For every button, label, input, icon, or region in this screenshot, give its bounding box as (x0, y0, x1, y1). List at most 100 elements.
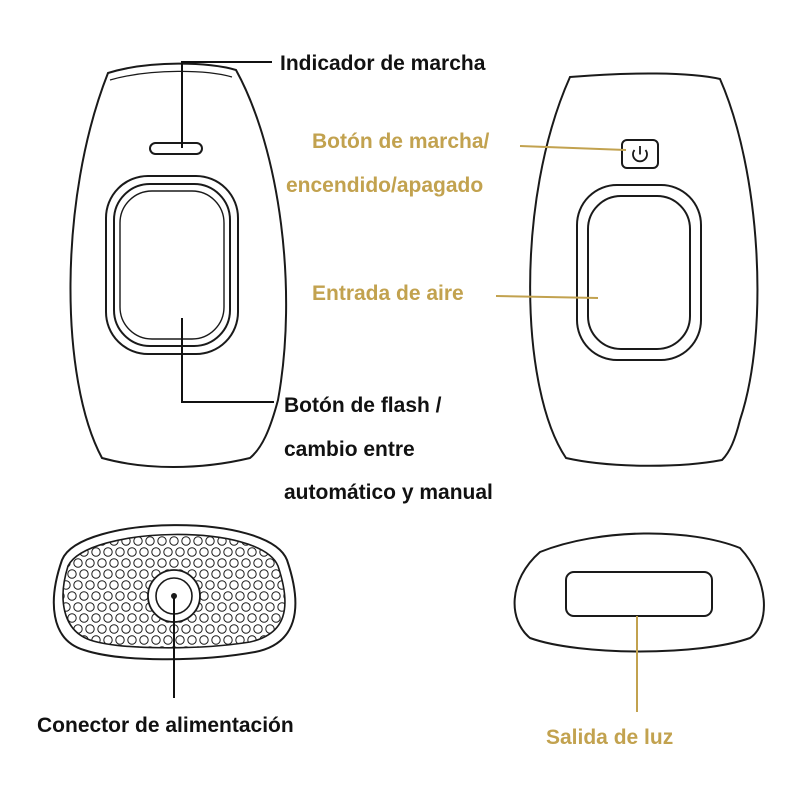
vent-dot (97, 580, 107, 590)
vent-dot (199, 591, 209, 601)
vent-dot (157, 624, 167, 634)
vent-dot (109, 624, 119, 634)
vent-dot (127, 613, 137, 623)
air-inlet-outer (576, 184, 702, 361)
label-indicador-de-marcha: Indicador de marcha (280, 52, 486, 75)
flash-button-middle (113, 183, 231, 347)
vent-dot (241, 602, 251, 612)
vent-dot (157, 536, 167, 546)
light-output-view (513, 532, 765, 653)
vent-dot (181, 646, 191, 648)
vent-dot (223, 591, 233, 601)
vent-dot (109, 580, 119, 590)
vent-dot (290, 559, 298, 567)
air-inlet-inner (587, 195, 691, 350)
vent-dot (127, 569, 137, 579)
vent-dot (157, 646, 167, 648)
vent-dot (247, 569, 257, 579)
vent-dot (223, 613, 233, 623)
vent-dot (85, 624, 95, 634)
device-front-view (69, 62, 288, 468)
vent-dot (247, 534, 257, 535)
vent-dot (109, 646, 119, 648)
vent-dot (163, 547, 173, 557)
vent-dot (133, 558, 143, 568)
vent-dot (121, 558, 131, 568)
vent-dot (211, 613, 221, 623)
vent-dot (277, 602, 285, 612)
vent-dot (235, 613, 245, 623)
vent-dot (115, 569, 125, 579)
vent-dot (79, 569, 89, 579)
label-entrada-de-aire: Entrada de aire (312, 282, 464, 305)
vent-dot (181, 536, 191, 546)
vent-dot (253, 558, 263, 568)
vent-dot (223, 635, 233, 645)
vent-dot (103, 635, 113, 645)
vent-dot (265, 580, 275, 590)
label-boton-marcha-line2: encendido/apagado (286, 174, 483, 197)
vent-dot (139, 613, 149, 623)
vent-dot (205, 536, 215, 546)
power-button[interactable] (621, 139, 659, 169)
light-output-window (565, 571, 713, 617)
connector-end-outer (52, 524, 297, 661)
vent-dot (97, 624, 107, 634)
vent-dot (67, 569, 77, 579)
vent-dot (235, 547, 245, 557)
vent-dot (247, 591, 257, 601)
power-indicator-slot (149, 142, 203, 155)
vent-dot (217, 558, 227, 568)
vent-dot (187, 534, 197, 535)
vent-dot (97, 602, 107, 612)
vent-dot (253, 602, 263, 612)
vent-dot (115, 613, 125, 623)
vent-dot (205, 602, 215, 612)
front-body-outline (69, 62, 288, 468)
vent-dot (67, 613, 77, 623)
vent-dot (283, 534, 285, 535)
vent-dot (115, 591, 125, 601)
vent-dot (229, 580, 239, 590)
vent-dot (63, 591, 65, 601)
vent-dot (79, 591, 89, 601)
vent-dot (73, 602, 83, 612)
vent-dot (277, 536, 285, 546)
vent-dot (181, 558, 191, 568)
vent-dot (91, 569, 101, 579)
label-flash-line1: Botón de flash / (284, 394, 442, 417)
vent-dot (259, 534, 269, 535)
vent-dot (229, 558, 239, 568)
labels: Indicador de marcha Botón de marcha/ enc… (37, 52, 673, 749)
vent-dot (133, 646, 143, 648)
vent-dot (283, 613, 285, 623)
vent-dot (151, 547, 161, 557)
vent-dot (229, 624, 239, 634)
leader-entrada-aire (495, 295, 599, 299)
vent-dot (139, 591, 149, 601)
vent-dot (175, 547, 185, 557)
vent-dot (205, 580, 215, 590)
vent-dot (259, 569, 269, 579)
connector-end-view (52, 524, 298, 661)
vent-dot (121, 646, 131, 648)
vent-dot (121, 602, 131, 612)
label-boton-marcha-line1: Botón de marcha/ (312, 130, 490, 153)
vent-dot (133, 536, 143, 546)
vent-dot (109, 558, 119, 568)
vent-dot (283, 591, 285, 601)
vent-dot (85, 602, 95, 612)
vent-dot (103, 547, 113, 557)
vent-dot (199, 547, 209, 557)
vent-dot (63, 580, 71, 590)
vent-dot (151, 534, 161, 535)
vent-dot (103, 613, 113, 623)
vent-dot (241, 624, 251, 634)
vent-dot (199, 613, 209, 623)
vent-dot (277, 580, 285, 590)
vent-dot (217, 646, 227, 648)
vent-dot (193, 536, 203, 546)
leader-boton-marcha (519, 145, 627, 151)
vent-dot (265, 624, 275, 634)
